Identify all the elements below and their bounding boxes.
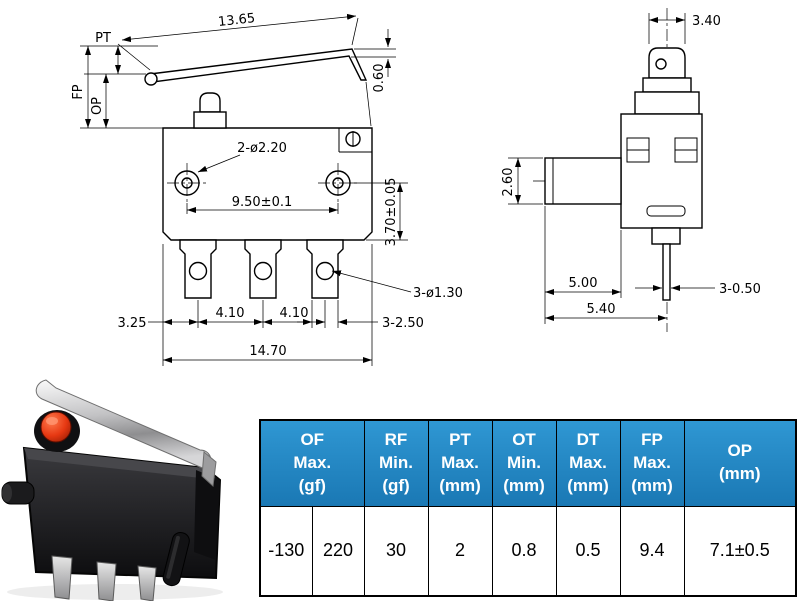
dim-op-label: OP	[90, 97, 105, 115]
spec-header-rf: RF Min. (gf)	[363, 419, 429, 507]
spec-value-of-a: -130	[259, 505, 313, 597]
dim-lever-thickness-label: 0.60	[372, 64, 387, 93]
photo-terminal-3	[137, 565, 157, 601]
photo-terminal-1	[51, 555, 73, 600]
dim-hole-pitch-label: 9.50±0.1	[232, 195, 293, 210]
spec-header-fp: FP Max. (mm)	[619, 419, 685, 507]
dim-fp-label: FP	[71, 84, 86, 99]
dim-boss-diameter-label: 2.60	[501, 168, 516, 197]
spec-value-ot: 0.8	[491, 505, 557, 597]
spec-header-dt: DT Max. (mm)	[555, 419, 621, 507]
spec-value-rf: 30	[363, 505, 429, 597]
photo-peg	[162, 532, 190, 587]
dim-pt-label: PT	[95, 31, 111, 46]
lever-arm	[149, 48, 368, 83]
dim-4-10-a-label: 4.10	[216, 306, 245, 321]
dim-5-00-label: 5.00	[569, 276, 598, 291]
spec-value-op: 7.1±0.5	[683, 505, 797, 597]
dim-body-height-label: 3.70±0.05	[384, 178, 399, 247]
spec-header-ot: OT Min. (mm)	[491, 419, 557, 507]
right-end-view: 3.40 2.60 5.00 5.40 3-0.50	[501, 8, 761, 332]
spec-header-op: OP (mm)	[683, 419, 797, 507]
dim-plunger-width-label: 3.40	[692, 14, 721, 29]
photo-red-button	[40, 411, 72, 443]
spec-value-of-b: 220	[311, 505, 365, 597]
dim-total-width-label: 14.70	[249, 344, 286, 359]
dim-terminal-holes-label: 3-ø1.30	[413, 286, 463, 301]
spec-value-fp: 9.4	[619, 505, 685, 597]
dim-pin-thickness-label: 3-0.50	[719, 282, 761, 297]
terminal-pin	[662, 243, 671, 301]
spec-value-pt: 2	[427, 505, 493, 597]
dim-3-25-label: 3.25	[118, 316, 147, 331]
spec-table: OF Max. (gf) RF Min. (gf) PT Max. (mm) O…	[259, 419, 797, 597]
switch-body-end	[620, 113, 703, 229]
lever-hinge	[144, 72, 158, 86]
photo-terminal-2	[96, 561, 117, 601]
dim-5-40-label: 5.40	[587, 302, 616, 317]
plunger	[199, 92, 221, 113]
left-side-view: 13.65 PT FP OP 0.60 2-ø2.20 9.50±0.1 3.7…	[71, 11, 463, 366]
dim-lever-length-label: 13.65	[217, 11, 256, 30]
spec-header-of: OF Max. (gf)	[259, 419, 365, 507]
spec-header-pt: PT Max. (mm)	[427, 419, 493, 507]
dim-terminal-width-label: 3-2.50	[382, 316, 424, 331]
spec-header-row: OF Max. (gf) RF Min. (gf) PT Max. (mm) O…	[259, 419, 797, 507]
plunger-cap	[648, 47, 686, 79]
spec-value-row: -130 220 30 2 0.8 0.5 9.4 7.1±0.5	[259, 505, 797, 597]
side-boss	[544, 157, 622, 205]
dim-mount-holes-label: 2-ø2.20	[237, 141, 287, 156]
product-photo	[1, 379, 223, 601]
spec-value-dt: 0.5	[555, 505, 621, 597]
dim-4-10-b-label: 4.10	[280, 306, 309, 321]
